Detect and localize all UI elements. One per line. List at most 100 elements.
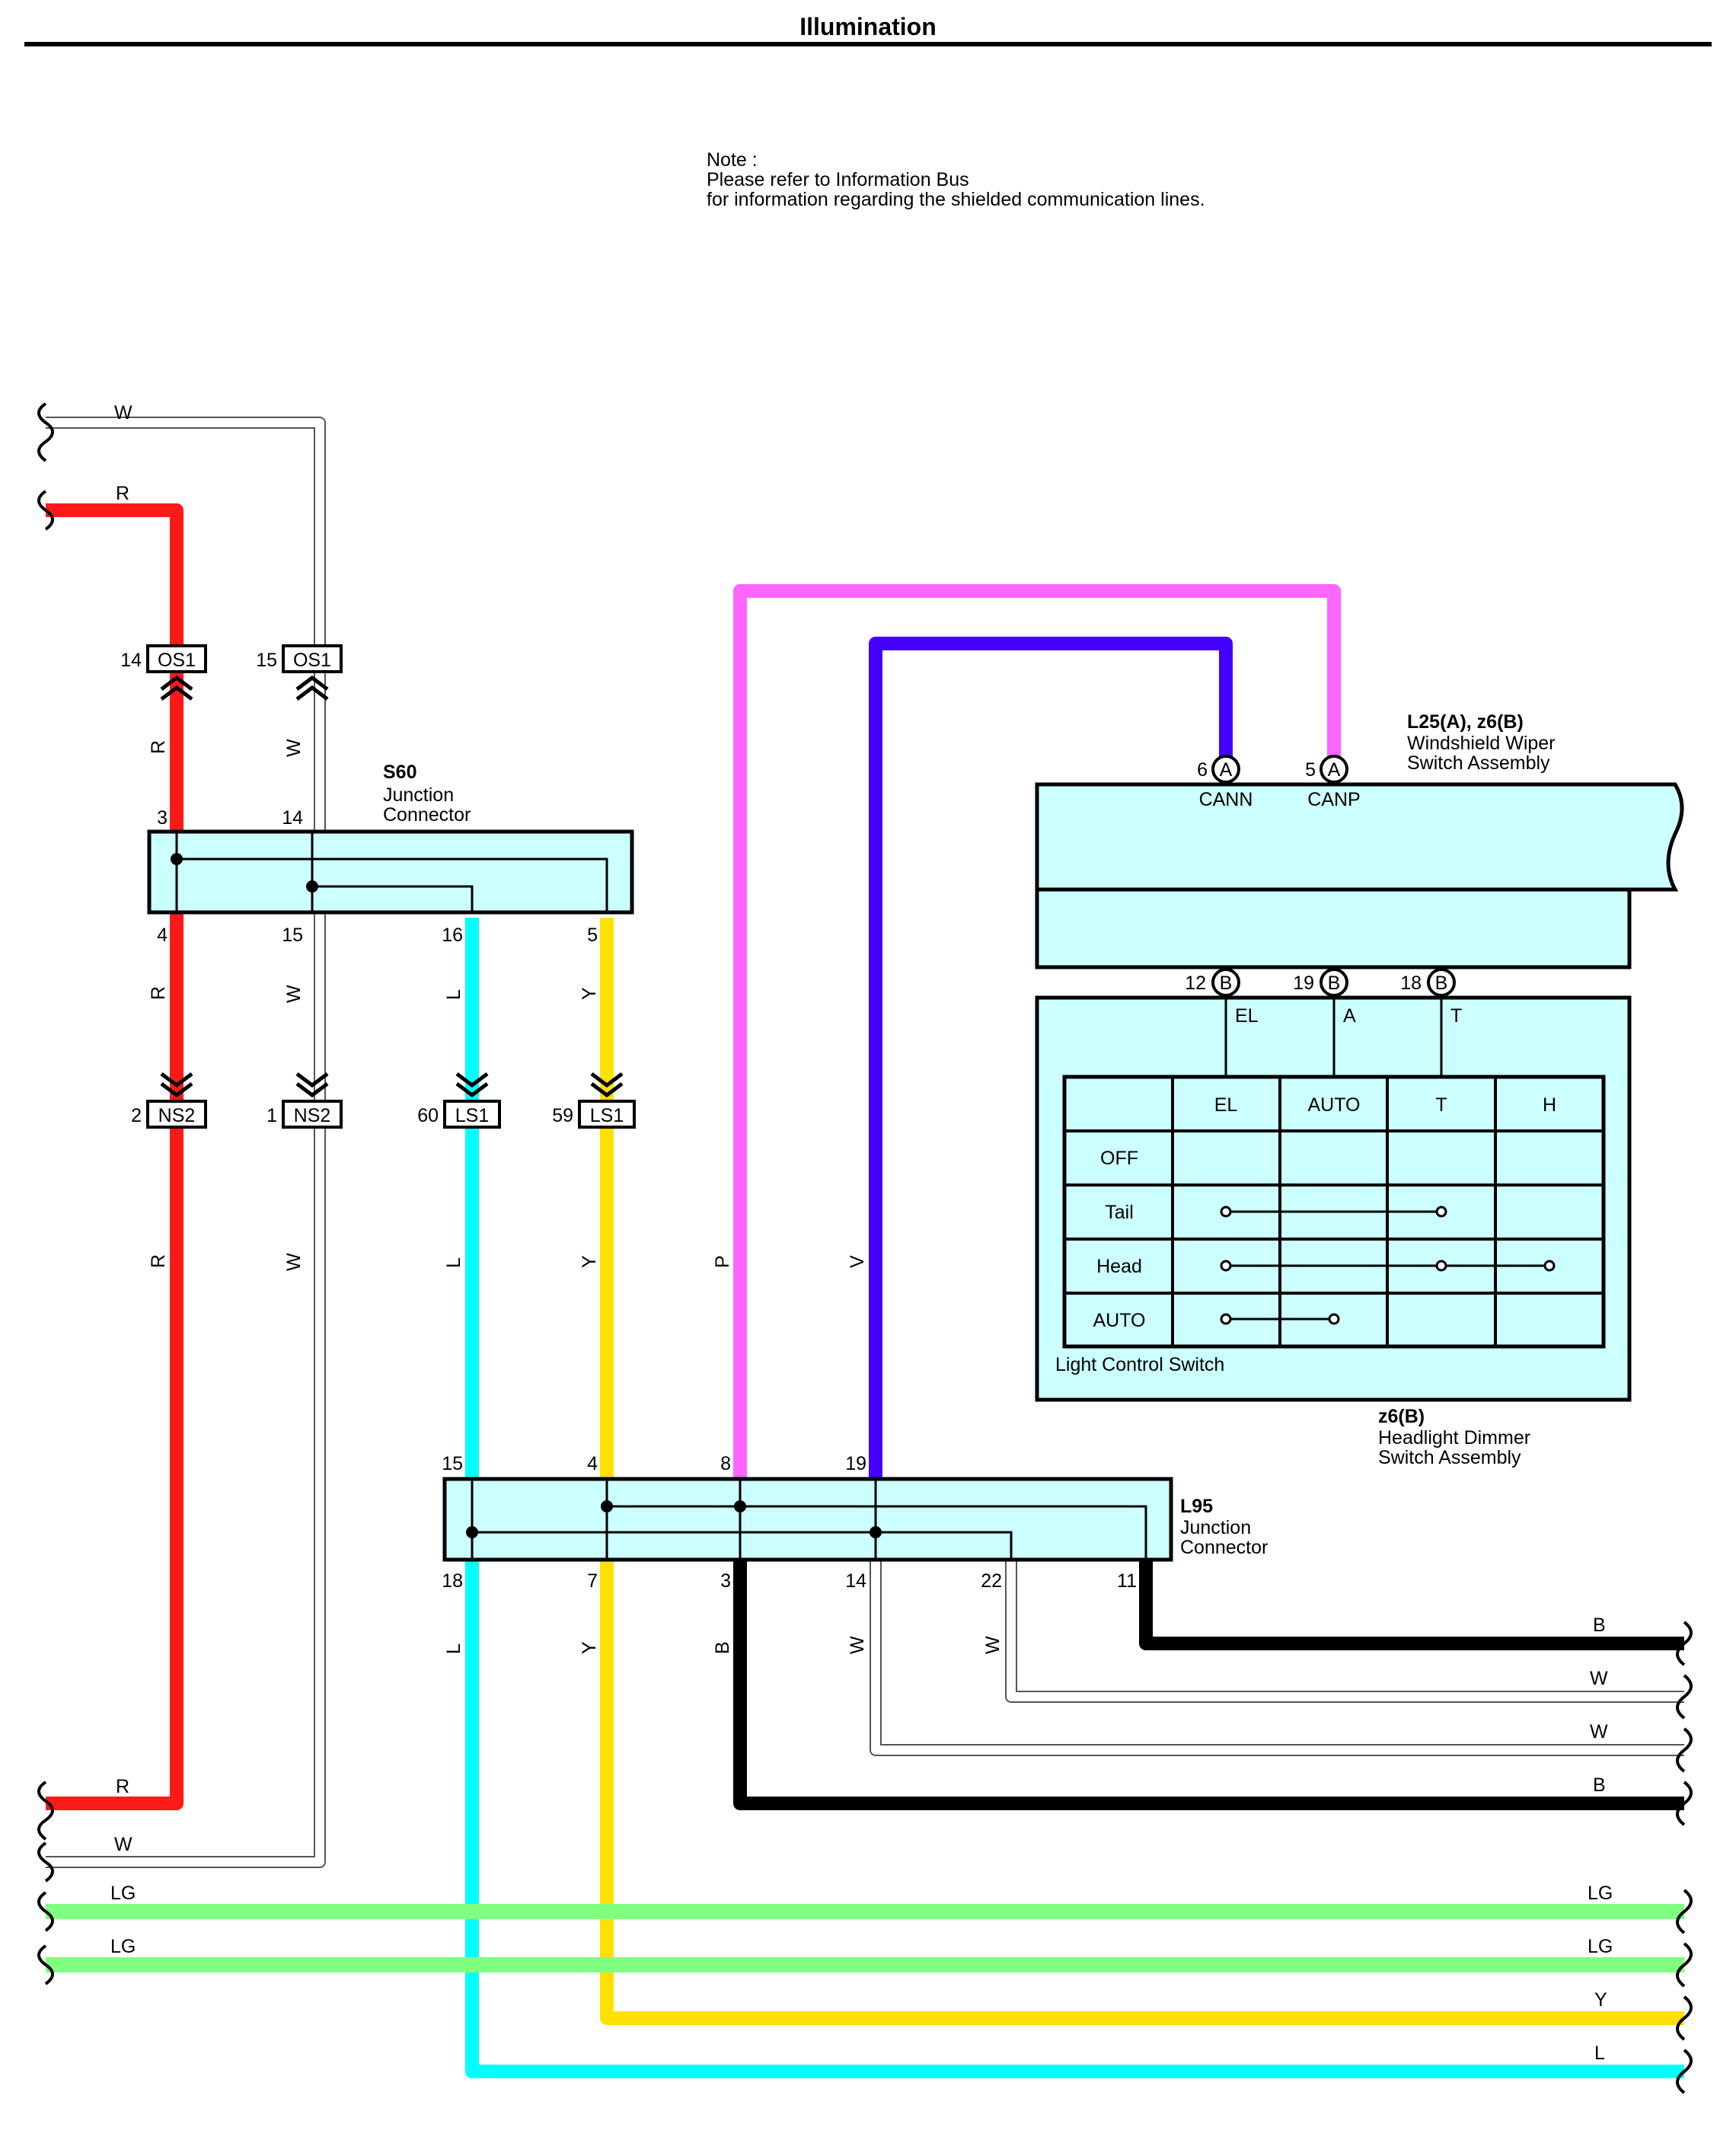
col-h: H bbox=[1543, 1094, 1556, 1116]
wire-p bbox=[733, 584, 1341, 1479]
wire-b-11 bbox=[1139, 1561, 1684, 1650]
svg-text:16: 16 bbox=[442, 925, 463, 946]
label-w-bottom: W bbox=[114, 1834, 132, 1855]
svg-text:LS1: LS1 bbox=[455, 1105, 489, 1126]
wiper-line2: Switch Assembly bbox=[1407, 752, 1550, 774]
s60-line1: Junction bbox=[383, 784, 454, 806]
svg-text:5: 5 bbox=[1305, 759, 1316, 781]
l95-id: L95 bbox=[1180, 1496, 1213, 1517]
svg-text:60: 60 bbox=[417, 1105, 439, 1126]
label-y-v3: Y bbox=[579, 1641, 600, 1654]
label-lg-2-left: LG bbox=[110, 1936, 136, 1957]
svg-text:4: 4 bbox=[157, 925, 168, 946]
svg-text:6: 6 bbox=[1197, 759, 1208, 781]
svg-text:14: 14 bbox=[120, 650, 142, 671]
row-head: Head bbox=[1096, 1256, 1142, 1277]
label-lg-2-right: LG bbox=[1588, 1936, 1613, 1957]
svg-text:B: B bbox=[1220, 973, 1233, 994]
s60-junction-connector: S60 Junction Connector 3 14 4 15 16 5 bbox=[147, 762, 634, 946]
label-l-right: L bbox=[1594, 2043, 1605, 2064]
wiper-id: L25(A), z6(B) bbox=[1407, 711, 1524, 733]
svg-text:59: 59 bbox=[552, 1105, 573, 1126]
svg-text:LS1: LS1 bbox=[590, 1105, 624, 1126]
wire-w-left-inner bbox=[46, 418, 324, 1867]
label-l-v1: L bbox=[443, 989, 464, 1000]
label-lg-1-right: LG bbox=[1588, 1883, 1613, 1904]
svg-text:14: 14 bbox=[845, 1570, 866, 1592]
label-b-right-2: B bbox=[1593, 1774, 1606, 1796]
col-el: EL bbox=[1214, 1094, 1238, 1116]
l95-line2: Connector bbox=[1180, 1537, 1268, 1558]
svg-text:18: 18 bbox=[1400, 973, 1422, 994]
label-b-right-1: B bbox=[1593, 1615, 1606, 1636]
svg-text:A: A bbox=[1343, 1005, 1356, 1027]
connector-os1-15: OS1 15 bbox=[256, 644, 343, 701]
label-r-v1: R bbox=[148, 740, 169, 754]
svg-text:3: 3 bbox=[157, 807, 168, 829]
svg-text:8: 8 bbox=[720, 1453, 731, 1474]
connector-ls1-60: LS1 60 bbox=[417, 1072, 501, 1129]
svg-text:19: 19 bbox=[1293, 973, 1314, 994]
connector-ns2-1: NS2 1 bbox=[266, 1072, 343, 1129]
dimmer-pin-12: B 12 EL bbox=[1185, 968, 1259, 1027]
svg-text:12: 12 bbox=[1185, 973, 1206, 994]
col-auto: AUTO bbox=[1308, 1094, 1361, 1116]
label-l-v3: L bbox=[443, 1643, 464, 1654]
svg-text:B: B bbox=[1328, 973, 1341, 994]
label-w-v3: W bbox=[283, 1253, 305, 1271]
svg-text:OS1: OS1 bbox=[293, 650, 331, 671]
wiper-line1: Windshield Wiper bbox=[1407, 733, 1556, 754]
svg-text:18: 18 bbox=[442, 1570, 463, 1592]
svg-text:22: 22 bbox=[981, 1570, 1002, 1592]
l95-line1: Junction bbox=[1180, 1517, 1251, 1538]
light-control-caption: Light Control Switch bbox=[1055, 1354, 1224, 1375]
svg-text:14: 14 bbox=[282, 807, 303, 829]
note: Note : Please refer to Information Bus f… bbox=[707, 149, 1205, 210]
wire-y bbox=[600, 918, 1684, 2025]
row-auto: AUTO bbox=[1093, 1310, 1146, 1331]
note-line-2: Please refer to Information Bus bbox=[707, 169, 969, 190]
svg-text:3: 3 bbox=[720, 1570, 731, 1592]
svg-text:CANN: CANN bbox=[1199, 789, 1253, 810]
dimmer-line1: Headlight Dimmer bbox=[1378, 1427, 1530, 1448]
s60-id: S60 bbox=[383, 762, 416, 783]
wiper-pin-6: A 6 CANN bbox=[1197, 755, 1253, 810]
label-y-right: Y bbox=[1594, 1989, 1607, 2011]
dimmer-id: z6(B) bbox=[1378, 1406, 1425, 1427]
wire-w-22-inner bbox=[1007, 1561, 1684, 1701]
label-v-v: V bbox=[847, 1255, 868, 1268]
svg-text:19: 19 bbox=[845, 1453, 866, 1474]
svg-text:7: 7 bbox=[587, 1570, 598, 1592]
wire-l bbox=[465, 918, 1684, 2078]
label-w-v4: W bbox=[847, 1636, 868, 1654]
svg-text:A: A bbox=[1220, 759, 1233, 781]
svg-text:OS1: OS1 bbox=[158, 650, 196, 671]
svg-text:A: A bbox=[1328, 759, 1341, 781]
svg-text:11: 11 bbox=[1117, 1570, 1137, 1592]
svg-text:1: 1 bbox=[266, 1105, 277, 1126]
label-w-v5: W bbox=[982, 1636, 1004, 1654]
label-r-v3: R bbox=[148, 1254, 169, 1268]
connector-ls1-59: LS1 59 bbox=[552, 1072, 636, 1129]
svg-text:15: 15 bbox=[282, 925, 303, 946]
svg-text:2: 2 bbox=[131, 1105, 142, 1126]
dimmer-pin-18: B 18 T bbox=[1400, 968, 1462, 1027]
label-r-v2: R bbox=[148, 986, 169, 1000]
dimmer-pin-19: B 19 A bbox=[1293, 968, 1356, 1027]
wires bbox=[46, 417, 1684, 2078]
wiper-pin-5: A 5 CANP bbox=[1305, 755, 1361, 810]
row-tail: Tail bbox=[1105, 1202, 1134, 1223]
svg-text:T: T bbox=[1450, 1005, 1462, 1027]
break-marks bbox=[37, 402, 1693, 2094]
connector-os1-14: OS1 14 bbox=[120, 644, 207, 701]
svg-text:15: 15 bbox=[256, 650, 277, 671]
label-b-v: B bbox=[712, 1641, 733, 1654]
wiper-switch-assembly: L25(A), z6(B) Windshield Wiper Switch As… bbox=[1035, 711, 1684, 969]
wire-v bbox=[869, 637, 1233, 1479]
light-control-table: EL AUTO T H OFF Tail Head AUTO bbox=[1062, 1075, 1606, 1349]
label-w-right-1: W bbox=[1590, 1668, 1608, 1689]
connector-ns2-2: NS2 2 bbox=[131, 1072, 207, 1129]
svg-text:5: 5 bbox=[587, 925, 598, 946]
svg-text:CANP: CANP bbox=[1307, 789, 1360, 810]
l95-junction-connector: L95 Junction Connector 15 4 8 19 18 7 3 … bbox=[442, 1453, 1268, 1592]
